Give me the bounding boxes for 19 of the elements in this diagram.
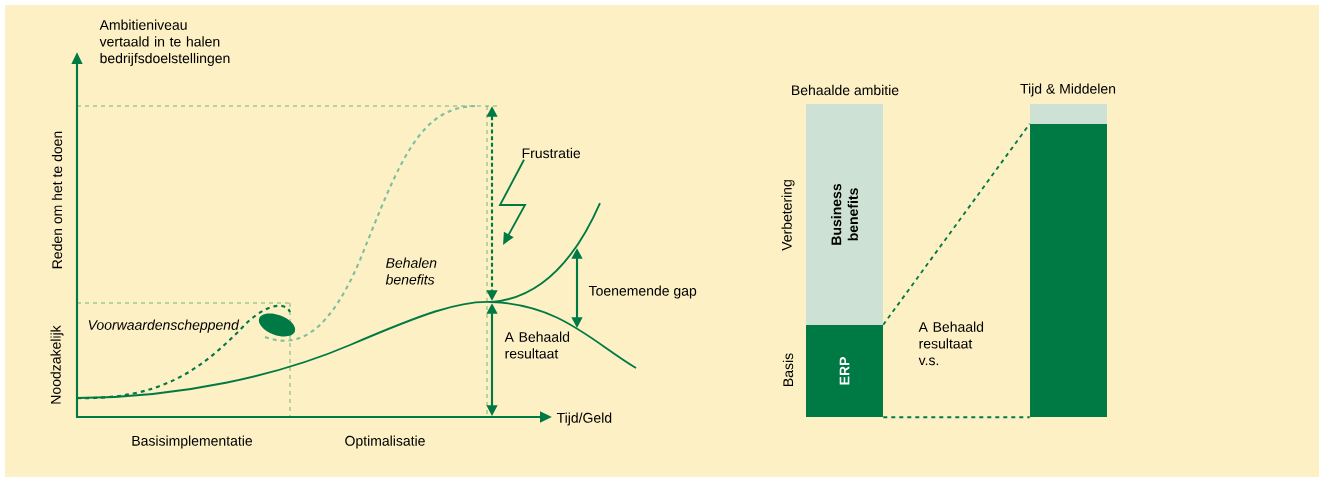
dashed-line <box>882 416 1031 419</box>
bar-segment: Business benefits <box>806 104 883 325</box>
text-label: Tijd & Middelen <box>1020 83 1116 97</box>
text-label: Ambitieniveau vertaald in te halen bedrijfsdoelstellingen <box>99 19 230 66</box>
text-label: Noodzakelijk <box>50 325 64 404</box>
text-label: A Behaald resultaat v.s. <box>918 321 984 366</box>
bar-segment <box>1030 104 1107 124</box>
text-label: Basisimplementatie <box>132 435 253 449</box>
text-label: Behalen benefits <box>385 257 437 285</box>
text-label: Frustratie <box>522 147 581 159</box>
text-label: Optimalisatie <box>345 435 425 449</box>
text-label: Voorwaardenscheppend <box>88 319 240 333</box>
bar-segment <box>1030 124 1107 417</box>
text-label: Basis <box>782 353 794 386</box>
text-label: A Behaald resultaat <box>504 331 570 359</box>
text-label: Reden om het te doen <box>51 131 63 269</box>
bar-segment: ERP <box>806 325 883 417</box>
text-label: Toenemende gap <box>588 285 697 299</box>
text-label: Tijd/Geld <box>556 412 612 426</box>
